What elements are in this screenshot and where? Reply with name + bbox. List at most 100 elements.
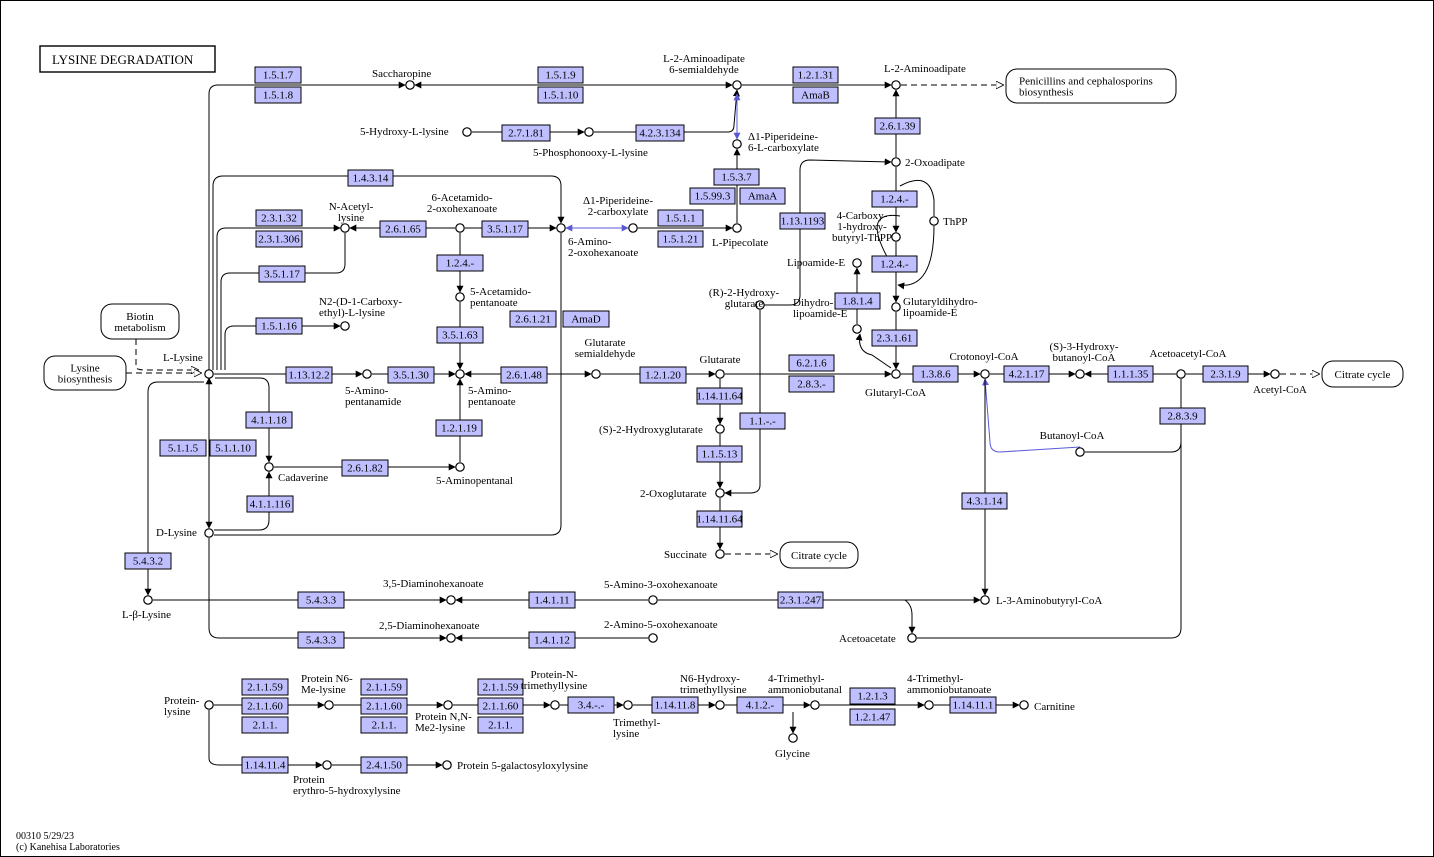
- compound-5-amino-pentanoate[interactable]: 5-Amino-pentanoate: [455, 369, 516, 408]
- enzyme-box[interactable]: [788, 375, 835, 393]
- enzyme-1-4-1-11[interactable]: 1.4.1.11: [528, 591, 576, 609]
- enzyme-box[interactable]: [779, 212, 826, 230]
- enzyme-box[interactable]: [961, 492, 1008, 510]
- compound-node[interactable]: [907, 633, 917, 643]
- compound-node[interactable]: [1075, 369, 1085, 379]
- enzyme-5-4-3-3[interactable]: 5.4.3.3: [297, 631, 345, 649]
- compound-l-pipecolate[interactable]: L-Pipecolate: [712, 223, 768, 249]
- enzyme-box[interactable]: [501, 124, 551, 142]
- compound-thpp[interactable]: ThPP: [929, 216, 968, 228]
- compound-node[interactable]: [462, 127, 472, 137]
- enzyme-box[interactable]: [254, 66, 302, 84]
- enzyme-1-1-1-35[interactable]: 1.1.1.35: [1107, 365, 1154, 383]
- enzyme-4-2-3-134[interactable]: 4.2.3.134: [635, 124, 685, 142]
- enzyme-1-5-1-10[interactable]: 1.5.1.10: [537, 86, 584, 104]
- enzyme-2-1-1[interactable]: 2.1.1.: [477, 716, 524, 734]
- enzyme-1-14-11-64[interactable]: 1.14.11.64: [696, 510, 743, 528]
- enzyme-3-4[interactable]: 3.4.-.-: [567, 696, 615, 714]
- enzyme-box[interactable]: [481, 220, 529, 238]
- enzyme-5-1-1-10[interactable]: 5.1.1.10: [209, 439, 257, 457]
- enzyme-box[interactable]: [657, 209, 704, 227]
- compound-protein-n-trimethyllysine[interactable]: Protein-N-trimethyllysine: [521, 669, 588, 710]
- enzyme-2-1-1-60[interactable]: 2.1.1.60: [241, 697, 289, 715]
- compound-saccharopine[interactable]: Saccharopine: [372, 68, 431, 90]
- compound-node[interactable]: [1270, 369, 1280, 379]
- enzyme-2-3-1-247[interactable]: 2.3.1.247: [777, 591, 824, 609]
- enzyme-2-1-1-60[interactable]: 2.1.1.60: [477, 697, 524, 715]
- compound-6-acetamido-2-oxohexanoate[interactable]: 6-Acetamido-2-oxohexanoate: [427, 192, 497, 233]
- enzyme-box[interactable]: [245, 411, 293, 429]
- enzyme-box[interactable]: [477, 697, 524, 715]
- enzyme-2-3-1-306[interactable]: 2.3.1.306: [255, 230, 303, 248]
- enzyme-6-2-1-6[interactable]: 6.2.1.6: [788, 354, 835, 372]
- enzyme-box[interactable]: [255, 230, 303, 248]
- compound-node[interactable]: [810, 700, 820, 710]
- enzyme-1-2-4[interactable]: 1.2.4.-: [871, 255, 918, 273]
- compound-6-amino-2-oxohexanoate[interactable]: 6-Amino-2-oxohexanoate: [556, 223, 639, 259]
- compound-node[interactable]: [204, 369, 214, 379]
- compound-protein-5-galactosyloxylysine[interactable]: Protein 5-galactosyloxylysine: [442, 760, 588, 772]
- compound-node[interactable]: [550, 700, 560, 710]
- compound-2-5-diaminohexanoate[interactable]: 2,5-Diaminohexanoate: [379, 620, 480, 643]
- compound-node[interactable]: [455, 292, 465, 302]
- enzyme-amaa[interactable]: AmaA: [739, 187, 786, 205]
- enzyme-1-14-11-1[interactable]: 1.14.11.1: [949, 696, 997, 714]
- enzyme-2-1-1-59[interactable]: 2.1.1.59: [360, 678, 408, 696]
- compound-glutaryldihydro-lipoamide-e[interactable]: Glutaryldihydro-lipoamide-E: [891, 296, 978, 319]
- enzyme-3-5-1-63[interactable]: 3.5.1.63: [436, 326, 484, 344]
- enzyme-box[interactable]: [255, 209, 303, 227]
- enzyme-1-13-1193[interactable]: 1.13.1193: [779, 212, 826, 230]
- compound-node[interactable]: [924, 700, 934, 710]
- compound-l-lysine[interactable]: L-Lysine: [163, 352, 214, 379]
- enzyme-5-4-3-2[interactable]: 5.4.3.2: [124, 552, 172, 570]
- enzyme-1-2-1-31[interactable]: 1.2.1.31: [792, 66, 839, 84]
- compound-node[interactable]: [143, 595, 153, 605]
- enzyme-1-14-11-8[interactable]: 1.14.11.8: [651, 696, 699, 714]
- enzyme-1-1[interactable]: 1.1.-.-: [739, 412, 786, 430]
- enzyme-box[interactable]: [792, 66, 839, 84]
- enzyme-1-2-1-20[interactable]: 1.2.1.20: [639, 366, 687, 384]
- compound-5-hydroxy-l-lysine[interactable]: 5-Hydroxy-L-lysine: [360, 126, 472, 138]
- compound-l-2-aminoadipate[interactable]: L-2-Aminoadipate: [884, 63, 966, 90]
- enzyme-5-4-3-3[interactable]: 5.4.3.3: [297, 591, 345, 609]
- enzyme-box[interactable]: [871, 190, 918, 208]
- compound-node[interactable]: [788, 733, 798, 743]
- compound-l-3-aminobutyryl-coa[interactable]: L-3-Aminobutyryl-CoA: [980, 595, 1103, 607]
- compound-node[interactable]: [405, 80, 415, 90]
- enzyme-1-8-1-4[interactable]: 1.8.1.4: [834, 292, 881, 310]
- compound-2-amino-5-oxohexanoate[interactable]: 2-Amino-5-oxohexanoate: [604, 619, 718, 643]
- enzyme-3-5-1-17[interactable]: 3.5.1.17: [258, 265, 306, 283]
- enzyme-box[interactable]: [657, 230, 704, 248]
- enzyme-2-1-1-59[interactable]: 2.1.1.59: [241, 678, 289, 696]
- compound-node[interactable]: [732, 223, 742, 233]
- compound-node[interactable]: [732, 80, 742, 90]
- enzyme-box[interactable]: [651, 696, 699, 714]
- enzyme-4-1-2[interactable]: 4.1.2.-: [736, 696, 784, 714]
- compound-carnitine[interactable]: Carnitine: [1019, 700, 1075, 713]
- enzyme-box[interactable]: [1159, 407, 1206, 425]
- enzyme-box[interactable]: [696, 387, 743, 405]
- enzyme-box[interactable]: [159, 439, 207, 457]
- enzyme-3-5-1-17[interactable]: 3.5.1.17: [481, 220, 529, 238]
- enzyme-box[interactable]: [209, 439, 257, 457]
- enzyme-1-5-1-1[interactable]: 1.5.1.1: [657, 209, 704, 227]
- compound-cadaverine[interactable]: Cadaverine: [264, 462, 328, 484]
- compound-crotonoyl-coa[interactable]: Crotonoyl-CoA: [949, 351, 1019, 379]
- enzyme-box[interactable]: [436, 254, 484, 272]
- compound-node[interactable]: [980, 369, 990, 379]
- compound-node[interactable]: [1019, 700, 1029, 710]
- enzyme-box[interactable]: [713, 168, 760, 186]
- compound-n2-d-1-carboxy-ethyl-l-lysine[interactable]: N2-(D-1-Carboxy-ethyl)-L-lysine: [319, 296, 402, 331]
- compound-node[interactable]: [1075, 447, 1085, 457]
- enzyme-box[interactable]: [1107, 365, 1154, 383]
- enzyme-box[interactable]: [509, 310, 557, 328]
- enzyme-box[interactable]: [379, 220, 427, 238]
- enzyme-1-2-1-47[interactable]: 1.2.1.47: [849, 708, 896, 726]
- enzyme-box[interactable]: [739, 412, 786, 430]
- compound-node[interactable]: [442, 760, 452, 770]
- compound-node[interactable]: [204, 528, 214, 538]
- enzyme-box[interactable]: [1202, 365, 1249, 383]
- compound-node[interactable]: [891, 232, 901, 242]
